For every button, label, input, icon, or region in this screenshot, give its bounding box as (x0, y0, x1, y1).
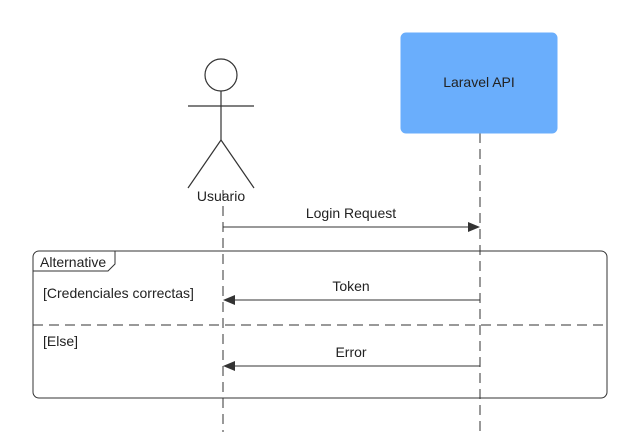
alt-fragment[interactable]: Alternative [Credenciales correctas] [El… (32, 250, 608, 399)
message-label: Token (332, 278, 369, 294)
message-error[interactable]: Error (223, 344, 480, 371)
arrowhead-left-icon (223, 295, 235, 305)
message-label: Login Request (306, 205, 396, 221)
actor-head (204, 58, 238, 92)
api-label: Laravel API (443, 74, 515, 90)
fragment-title-tab (33, 251, 116, 272)
usuario-actor[interactable]: Usuario (187, 58, 255, 204)
api-box (400, 32, 558, 134)
fragment-title: Alternative (40, 254, 106, 270)
message-login-request[interactable]: Login Request (223, 205, 480, 232)
message-token[interactable]: Token (223, 278, 480, 305)
message-label: Error (335, 344, 366, 360)
guard-credenciales: [Credenciales correctas] (43, 285, 194, 301)
api-participant[interactable]: Laravel API (400, 32, 558, 134)
usuario-label: Usuario (197, 188, 245, 204)
guard-else: [Else] (43, 333, 78, 349)
actor-right-leg (220, 139, 255, 189)
arrowhead-left-icon (223, 361, 235, 371)
actor-left-leg (187, 139, 222, 189)
arrowhead-right-icon (468, 222, 480, 232)
